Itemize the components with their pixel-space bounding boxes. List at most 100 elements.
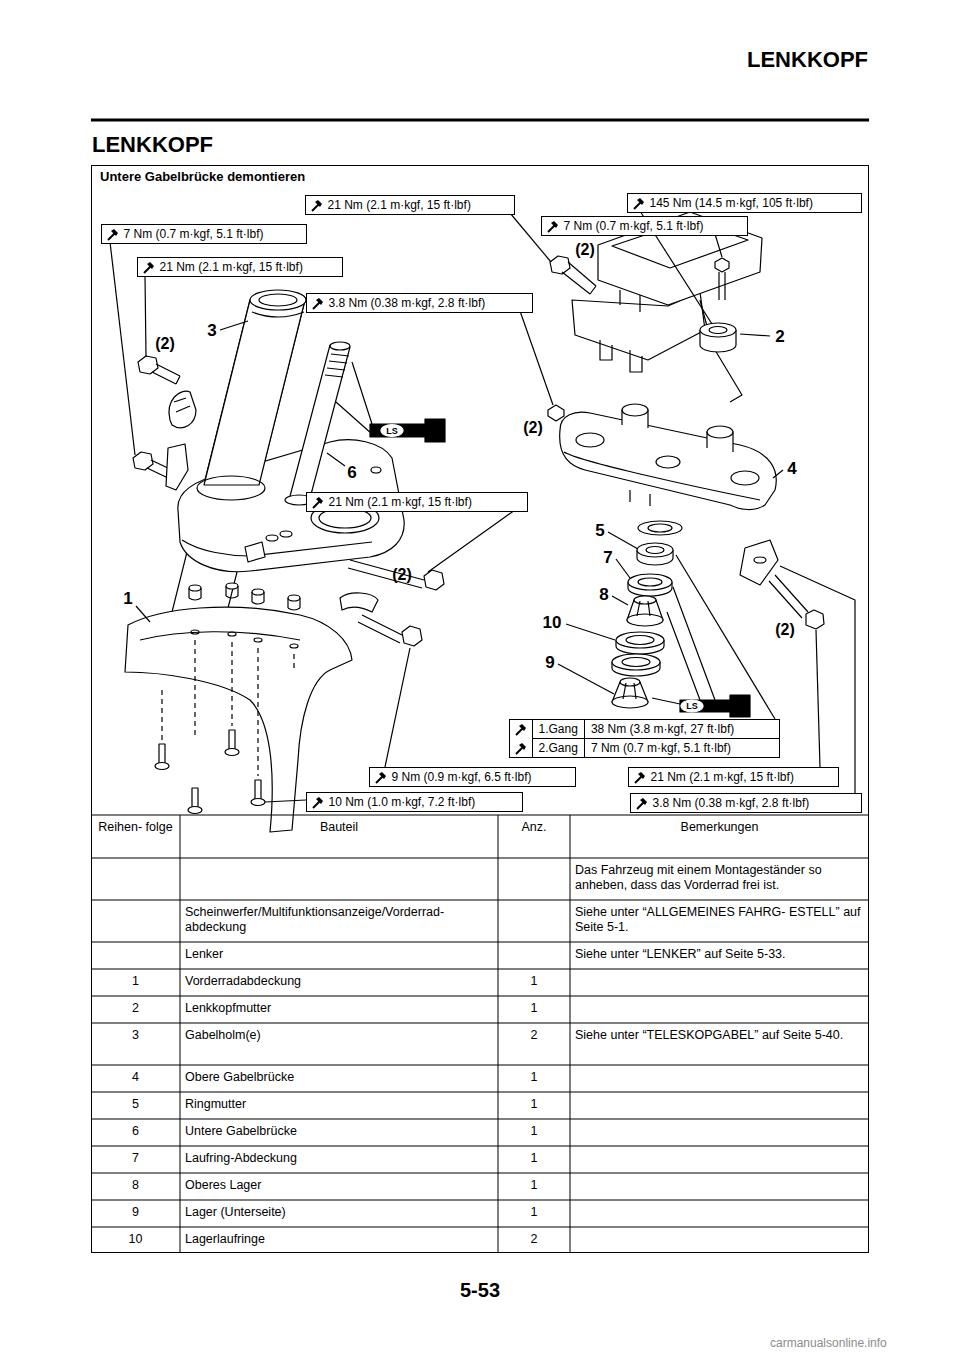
page-number: 5-53 bbox=[460, 1280, 500, 1300]
drawing-line bbox=[195, 640, 294, 776]
drawing-ellipse bbox=[188, 807, 202, 814]
torque-value: 21 Nm (2.1 m·kgf, 15 ft·lbf) bbox=[329, 495, 472, 509]
torque-icon-handle bbox=[516, 728, 523, 735]
torque-icon bbox=[635, 796, 649, 810]
callout-number: 7 bbox=[603, 549, 612, 566]
table-cell: Oberes Lager bbox=[185, 1178, 493, 1193]
drawing-ellipse bbox=[155, 763, 169, 770]
gear-label: 2.Gang bbox=[532, 738, 584, 757]
drawing-line bbox=[358, 615, 404, 643]
grease-mark: LS bbox=[385, 427, 399, 436]
drawing-line bbox=[424, 570, 444, 590]
icon-cell bbox=[510, 720, 532, 757]
leader-lines bbox=[110, 211, 855, 802]
drawing-line bbox=[189, 588, 201, 600]
drawing-ellipse bbox=[266, 535, 278, 541]
table-cell: Obere Gabelbrücke bbox=[185, 1070, 493, 1085]
torque-value: 7 Nm (0.7 m·kgf, 5.1 ft·lbf) bbox=[584, 738, 779, 757]
table-header: Reihen- folge bbox=[96, 820, 175, 835]
torque-value: 38 Nm (3.8 m·kgf, 27 ft·lbf) bbox=[584, 720, 779, 738]
torque-icon-head bbox=[316, 497, 323, 504]
front-fender bbox=[125, 607, 352, 832]
torque-icon bbox=[311, 795, 325, 809]
drawing-line bbox=[340, 593, 378, 612]
torque-box: 3.8 Nm (0.38 m·kgf, 2.8 ft·lbf) bbox=[306, 293, 533, 313]
upper-bracket bbox=[560, 412, 777, 509]
torque-icon-head bbox=[638, 772, 645, 779]
torque-value: 21 Nm (2.1 m·kgf, 15 ft·lbf) bbox=[160, 260, 303, 274]
drawing-ellipse bbox=[616, 632, 664, 648]
torque-icon-head bbox=[640, 798, 647, 805]
torque-icon-handle bbox=[312, 204, 319, 211]
table-cell: 2 bbox=[96, 1001, 175, 1016]
bearing-stack bbox=[612, 521, 682, 708]
table-cell: 3 bbox=[96, 1028, 175, 1043]
torque-icon bbox=[633, 770, 647, 784]
drawing-ellipse bbox=[228, 632, 236, 636]
callout-number: 6 bbox=[347, 464, 356, 481]
drawing-line bbox=[252, 312, 304, 317]
torque-value: 3.8 Nm (0.38 m·kgf, 2.8 ft·lbf) bbox=[653, 796, 810, 810]
callout-number: 2 bbox=[775, 328, 784, 345]
torque-icon-head bbox=[315, 200, 322, 207]
table-cell: Gabelholm(e) bbox=[185, 1028, 493, 1043]
drawing-line bbox=[740, 540, 778, 585]
torque-icon-handle bbox=[376, 776, 383, 783]
quantity-mark: (2) bbox=[155, 336, 175, 352]
screws bbox=[155, 730, 265, 814]
torque-icon-head bbox=[316, 797, 323, 804]
torque-icon-head bbox=[316, 298, 323, 305]
drawing-line bbox=[676, 555, 775, 719]
drawing-ellipse bbox=[612, 696, 648, 708]
drawing-line bbox=[816, 630, 820, 767]
drawing-ellipse bbox=[628, 574, 672, 590]
torque-box: 10 Nm (1.0 m·kgf, 7.2 ft·lbf) bbox=[306, 792, 523, 812]
table-grid bbox=[91, 815, 869, 1253]
drawing-line bbox=[245, 542, 265, 562]
drawing-ellipse bbox=[638, 578, 662, 586]
drawing-ellipse bbox=[648, 524, 672, 532]
drawing-line bbox=[616, 559, 630, 578]
torque-icon-handle bbox=[635, 776, 642, 783]
torque-box: 1.Gang38 Nm (3.8 m·kgf, 27 ft·lbf)2.Gang… bbox=[509, 719, 780, 758]
torque-box: 21 Nm (2.1 m·kgf, 15 ft·lbf) bbox=[137, 257, 343, 277]
drawing-ellipse bbox=[646, 547, 664, 554]
torque-icon-handle bbox=[516, 747, 523, 754]
grease-icon bbox=[370, 419, 445, 442]
table-cell: 2 bbox=[503, 1028, 565, 1043]
drawing-line bbox=[620, 290, 640, 312]
drawing-line bbox=[180, 815, 570, 1253]
drawing-line bbox=[715, 258, 729, 272]
drawing-line bbox=[226, 586, 238, 598]
drawing-ellipse bbox=[681, 700, 703, 712]
drawing-line bbox=[174, 398, 190, 412]
drawing-ellipse bbox=[252, 589, 264, 595]
table-cell: 2 bbox=[503, 1232, 565, 1247]
torque-icon-handle bbox=[313, 501, 320, 508]
drawing-line bbox=[192, 788, 198, 808]
table-cell: 5 bbox=[96, 1097, 175, 1112]
table-cell: Ringmutter bbox=[185, 1097, 493, 1112]
torque-icon bbox=[514, 722, 528, 736]
drawing-line bbox=[336, 362, 372, 434]
table-cell: 1 bbox=[503, 1097, 565, 1112]
meter-bracket bbox=[572, 292, 705, 360]
drawing-ellipse bbox=[189, 585, 201, 591]
drawing-line bbox=[140, 632, 300, 640]
drawing-ellipse bbox=[656, 456, 680, 468]
drawing-line bbox=[133, 452, 153, 470]
drawing-ellipse bbox=[622, 404, 648, 416]
drawing-line bbox=[152, 364, 180, 384]
drawing-ellipse bbox=[381, 425, 403, 437]
torque-value: 7 Nm (0.7 m·kgf, 5.1 ft·lbf) bbox=[124, 227, 264, 241]
drawing-ellipse bbox=[251, 799, 265, 806]
table-header: Bauteil bbox=[185, 820, 493, 835]
drawing-ellipse bbox=[259, 294, 297, 306]
table-cell: Vorderradabdeckung bbox=[185, 974, 493, 989]
drawing-line bbox=[166, 444, 188, 490]
drawing-line bbox=[265, 800, 306, 802]
table-cell: Das Fahrzeug mit einem Montageständer so… bbox=[575, 863, 864, 893]
table-cell: Lenker bbox=[185, 947, 493, 962]
drawing-line bbox=[608, 532, 638, 549]
drawing-ellipse bbox=[288, 595, 300, 601]
